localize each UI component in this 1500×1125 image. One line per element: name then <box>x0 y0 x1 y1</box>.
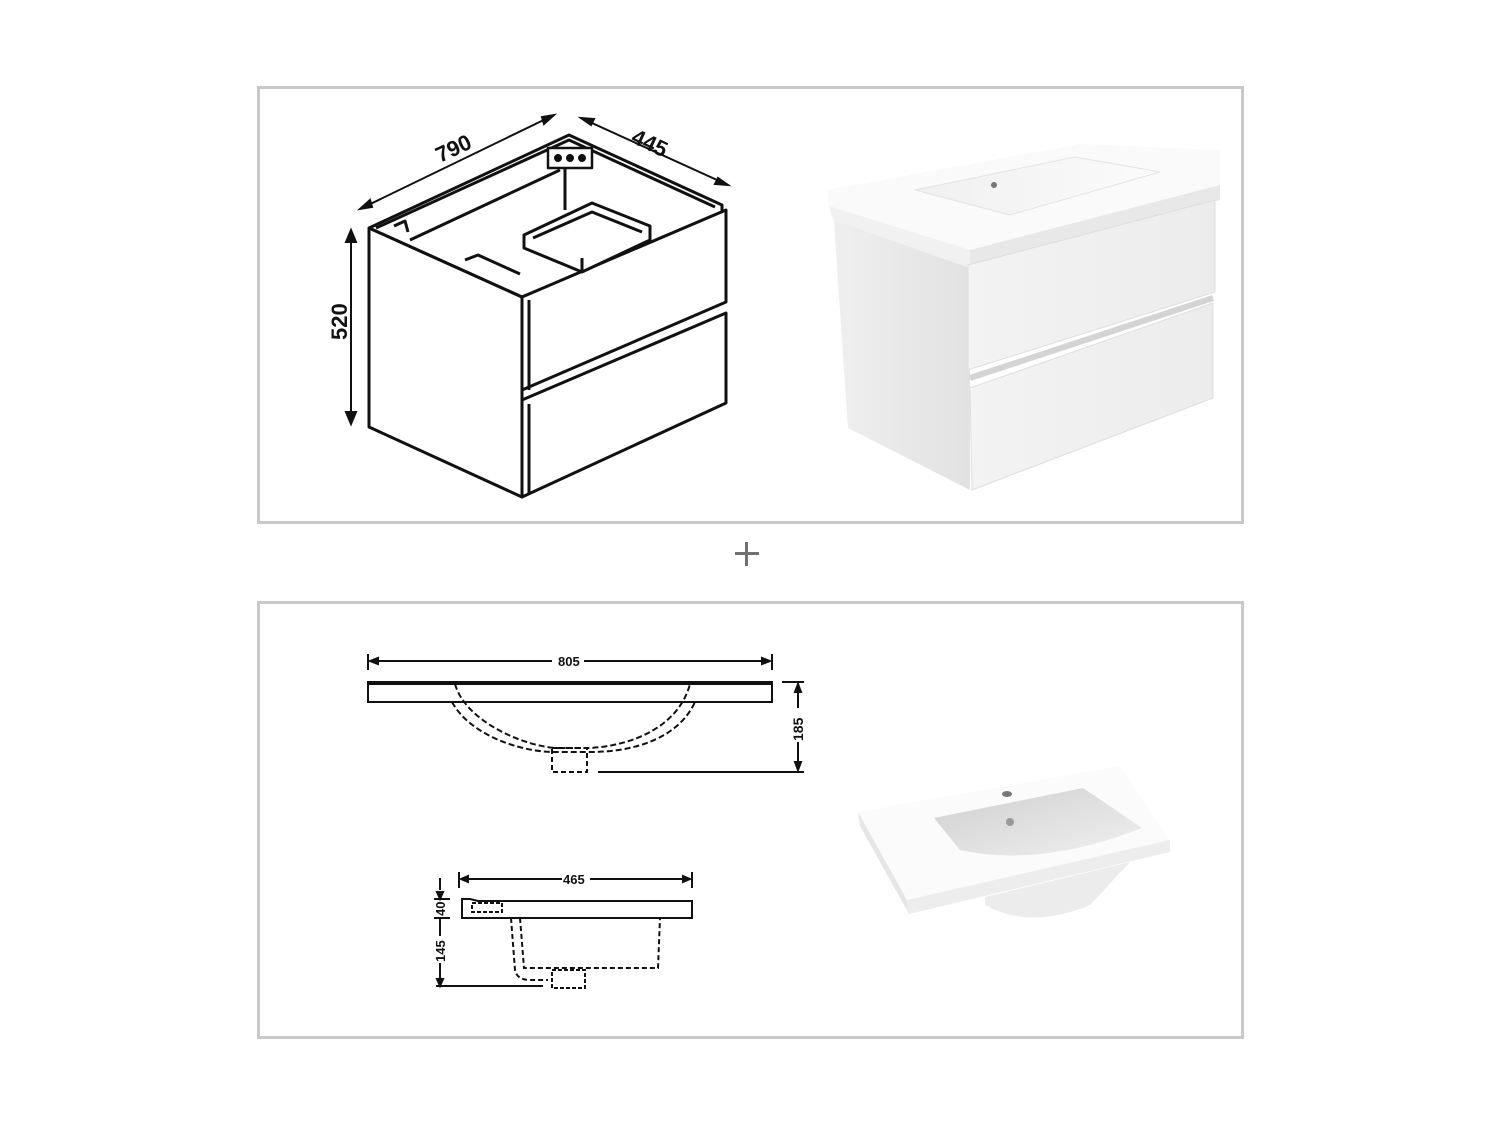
bowl-depth-label: 145 <box>433 940 448 962</box>
rim-thickness-label: 40 <box>433 902 448 916</box>
plus-separator-icon <box>733 540 761 568</box>
basin-height-label: 185 <box>790 717 806 741</box>
basin-depth-label: 465 <box>563 872 585 887</box>
basin-width-label: 805 <box>558 654 580 669</box>
height-dimension-label: 520 <box>327 303 352 340</box>
